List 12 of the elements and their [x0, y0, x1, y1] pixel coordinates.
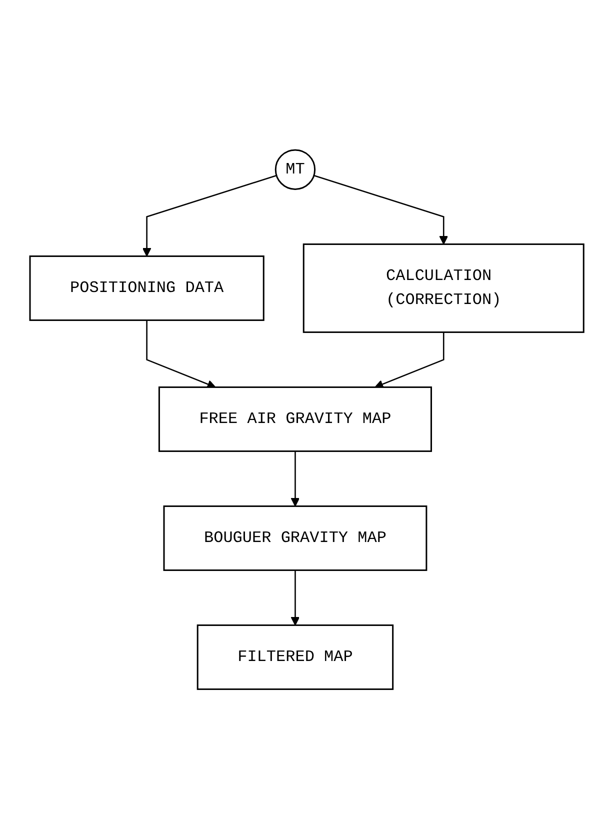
arrow [290, 570, 300, 626]
node-box: CALCULATION (CORRECTION) [302, 244, 584, 334]
node-box: FILTERED MAP [196, 624, 394, 690]
arrow [374, 332, 444, 389]
arrow [313, 175, 448, 245]
arrow [142, 175, 276, 257]
node-box: BOUGUER GRAVITY MAP [162, 506, 427, 572]
node-box: FREE AIR GRAVITY MAP [158, 386, 432, 452]
node-box: POSITIONING DATA [28, 256, 264, 322]
node-circle: MT [274, 150, 316, 190]
arrow [146, 320, 216, 389]
arrow [290, 452, 300, 507]
